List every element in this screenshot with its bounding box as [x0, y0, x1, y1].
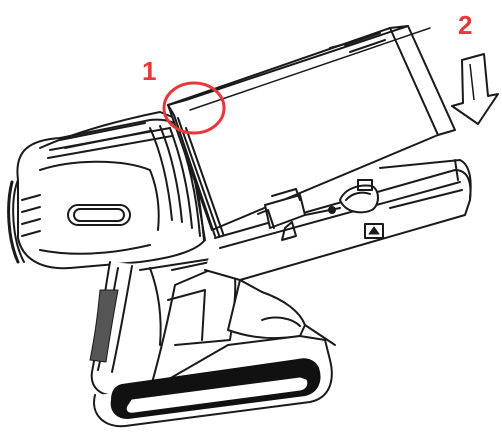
handle-grip [89, 255, 237, 396]
arrow-down-icon [451, 53, 499, 125]
motor-housing [7, 111, 206, 270]
base-foot [93, 279, 336, 428]
step-label-2: 2 [458, 10, 472, 40]
step-label-1: 1 [142, 56, 156, 86]
battery-pack [167, 25, 456, 243]
circle-highlight-icon [162, 81, 226, 135]
dock-rail [204, 159, 472, 281]
